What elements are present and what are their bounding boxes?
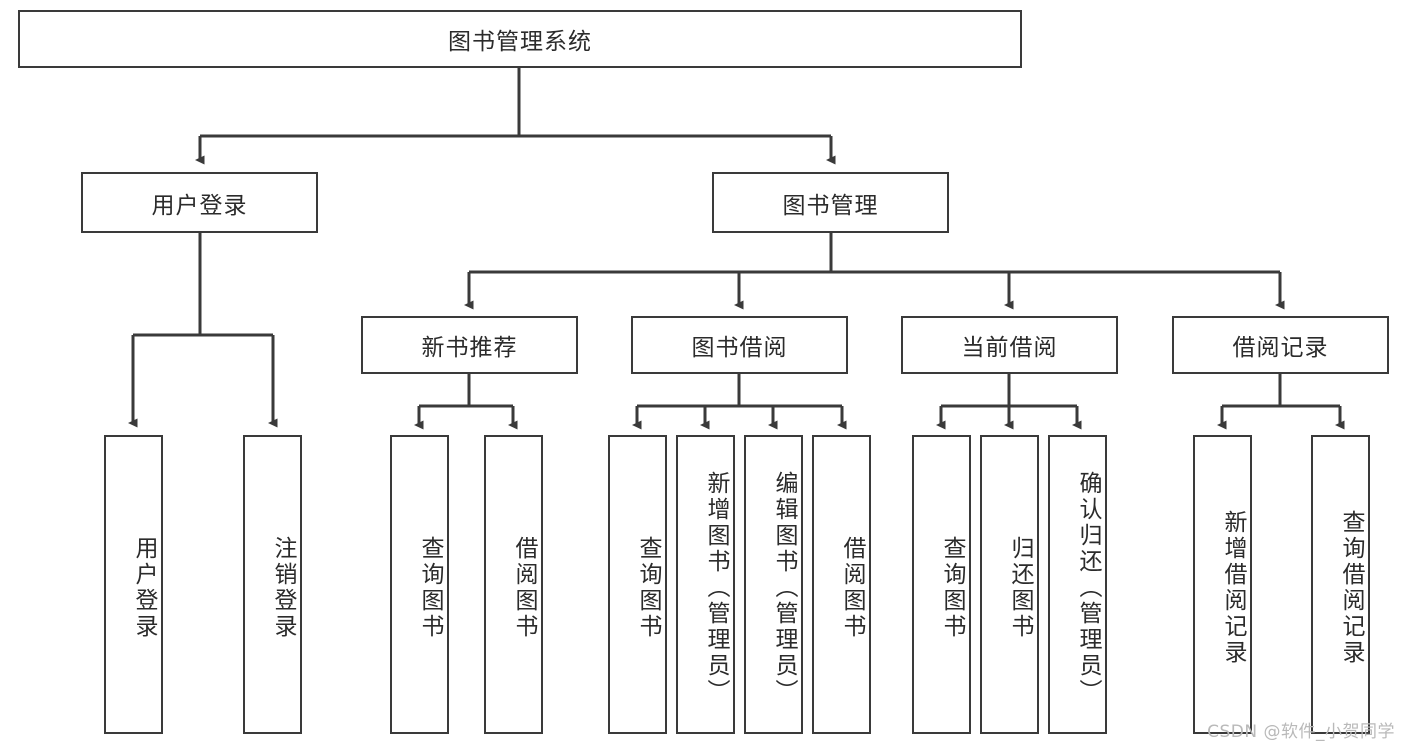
node-leaf-user-login-label: 用户登录 bbox=[131, 535, 157, 640]
node-new-book-recommend-label: 新书推荐 bbox=[421, 335, 518, 361]
node-leaf-user-login[interactable]: 用户登录 bbox=[104, 435, 163, 734]
node-leaf-query-record[interactable]: 查询借阅记录 bbox=[1311, 435, 1370, 734]
node-leaf-borrow-book-1-label: 借阅图书 bbox=[511, 535, 537, 640]
node-book-borrow[interactable]: 图书借阅 bbox=[631, 316, 848, 374]
node-leaf-query-book-1-label: 查询图书 bbox=[417, 535, 443, 640]
node-root[interactable]: 图书管理系统 bbox=[18, 10, 1022, 68]
node-leaf-logout[interactable]: 注销登录 bbox=[243, 435, 302, 734]
node-leaf-borrow-book-2[interactable]: 借阅图书 bbox=[812, 435, 871, 734]
node-borrow-record[interactable]: 借阅记录 bbox=[1172, 316, 1389, 374]
node-book-borrow-label: 图书借阅 bbox=[691, 335, 788, 361]
node-leaf-borrow-book-2-label: 借阅图书 bbox=[839, 535, 865, 640]
node-leaf-logout-label: 注销登录 bbox=[270, 535, 296, 640]
node-book-manage[interactable]: 图书管理 bbox=[712, 172, 949, 233]
node-leaf-query-book-2-label: 查询图书 bbox=[635, 535, 661, 640]
watermark: CSDN @软件_小贺同学 bbox=[1207, 722, 1395, 742]
node-leaf-return-book-label: 归还图书 bbox=[1007, 535, 1033, 640]
node-leaf-edit-book-label: 编辑图书（管理员） bbox=[771, 470, 797, 705]
node-user-login-label: 用户登录 bbox=[151, 192, 248, 219]
node-leaf-query-book-3-label: 查询图书 bbox=[939, 535, 965, 640]
node-leaf-query-book-3[interactable]: 查询图书 bbox=[912, 435, 971, 734]
node-leaf-edit-book[interactable]: 编辑图书（管理员） bbox=[744, 435, 803, 734]
node-borrow-record-label: 借阅记录 bbox=[1232, 335, 1329, 361]
node-current-borrow-label: 当前借阅 bbox=[961, 335, 1058, 361]
node-new-book-recommend[interactable]: 新书推荐 bbox=[361, 316, 578, 374]
node-leaf-add-book-label: 新增图书（管理员） bbox=[703, 470, 729, 705]
node-leaf-borrow-book-1[interactable]: 借阅图书 bbox=[484, 435, 543, 734]
node-root-label: 图书管理系统 bbox=[448, 29, 592, 55]
node-leaf-query-book-2[interactable]: 查询图书 bbox=[608, 435, 667, 734]
node-leaf-add-book[interactable]: 新增图书（管理员） bbox=[676, 435, 735, 734]
node-book-manage-label: 图书管理 bbox=[782, 192, 879, 219]
node-leaf-add-record[interactable]: 新增借阅记录 bbox=[1193, 435, 1252, 734]
node-leaf-confirm-return-label: 确认归还（管理员） bbox=[1075, 470, 1101, 705]
node-leaf-return-book[interactable]: 归还图书 bbox=[980, 435, 1039, 734]
node-leaf-query-record-label: 查询借阅记录 bbox=[1338, 509, 1364, 666]
node-user-login[interactable]: 用户登录 bbox=[81, 172, 318, 233]
node-leaf-add-record-label: 新增借阅记录 bbox=[1220, 509, 1246, 666]
node-leaf-query-book-1[interactable]: 查询图书 bbox=[390, 435, 449, 734]
node-current-borrow[interactable]: 当前借阅 bbox=[901, 316, 1118, 374]
node-leaf-confirm-return[interactable]: 确认归还（管理员） bbox=[1048, 435, 1107, 734]
